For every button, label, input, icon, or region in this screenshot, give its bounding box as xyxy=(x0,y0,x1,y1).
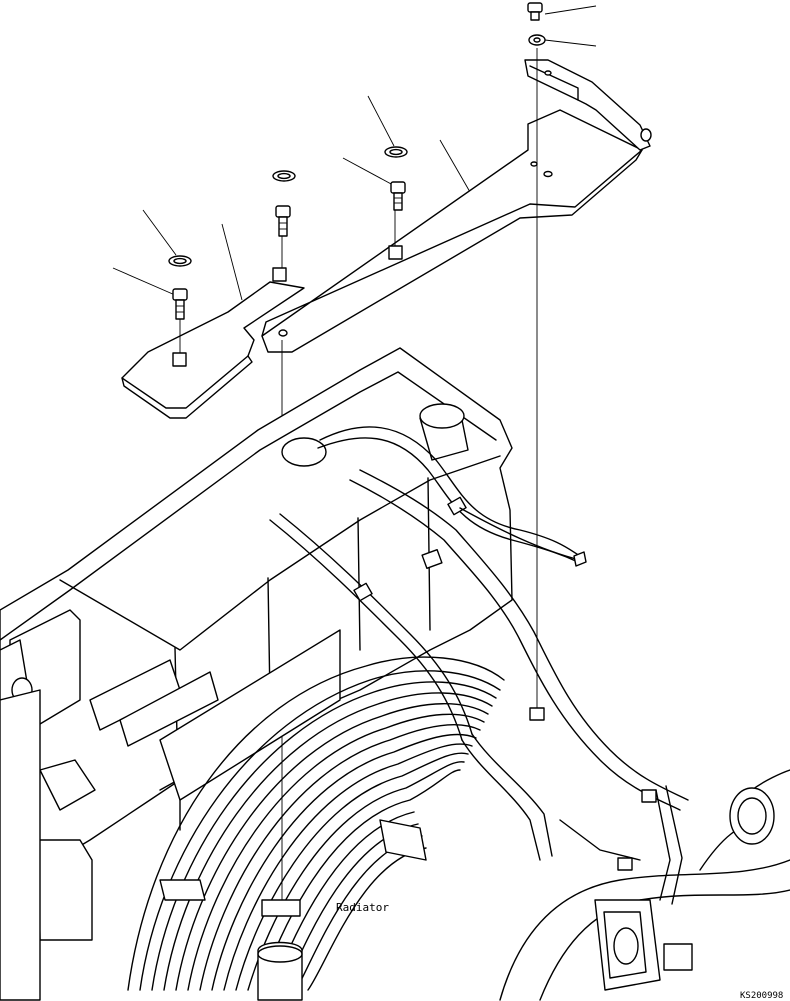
radiator-frame xyxy=(0,347,581,1001)
right-pipes xyxy=(499,769,790,1001)
bolt-icon xyxy=(275,205,291,237)
top-washer-icon xyxy=(528,34,546,46)
washer-icon xyxy=(168,255,192,267)
drawing-code: KS200998 xyxy=(740,991,783,1001)
lower-cover-plate xyxy=(121,236,305,419)
hoses xyxy=(269,469,689,905)
top-bolt-icon xyxy=(527,2,543,21)
washer-icon xyxy=(272,170,296,182)
sensor-wire xyxy=(459,507,587,567)
radiator-core xyxy=(127,656,505,1001)
bolt-icon xyxy=(172,288,188,320)
leader-lines xyxy=(112,5,597,301)
radiator-label: Radiator xyxy=(336,901,389,914)
upper-cover-plate xyxy=(261,59,652,353)
bolt-icon xyxy=(390,181,406,211)
washer-icon xyxy=(384,146,408,158)
